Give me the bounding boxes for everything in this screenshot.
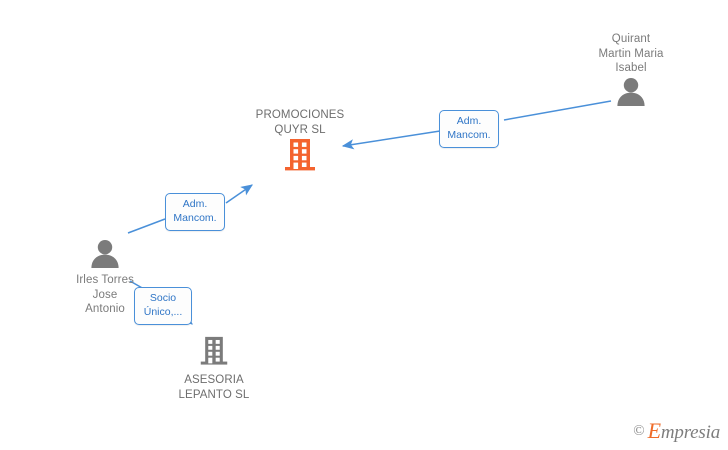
node-label-quirant-martin: Quirant Martin Maria Isabel (598, 33, 664, 74)
building-icon (230, 137, 370, 178)
node-label-promociones-quyr: PROMOCIONES QUYR SL (255, 109, 345, 136)
edge-label-irles-to-quyr[interactable]: Adm. Mancom. (165, 193, 225, 231)
person-icon (561, 76, 701, 111)
brand-initial: E (647, 418, 661, 443)
brand-name: Empresia (647, 418, 721, 444)
node-asesoria-lepanto[interactable]: ASESORIA LEPANTO SL (144, 334, 284, 402)
copyright-icon: © (633, 422, 645, 439)
edge-path-irles-to-quyr-arrow (225, 184, 253, 204)
node-irles-torres[interactable]: Irles Torres Jose Antonio (35, 238, 175, 317)
brand-rest: mpresia (660, 422, 720, 443)
person-icon (35, 238, 175, 273)
edge-label-irles-to-asesoria[interactable]: Socio Único,... (134, 287, 192, 325)
edge-path-irles-to-quyr (127, 218, 166, 234)
node-promociones-quyr[interactable]: PROMOCIONES QUYR SL (230, 108, 370, 178)
edge-label-quirant-to-quyr[interactable]: Adm. Mancom. (439, 110, 499, 148)
watermark: © Empresia (633, 418, 720, 444)
node-label-asesoria-lepanto: ASESORIA LEPANTO SL (178, 374, 250, 401)
node-label-irles-torres: Irles Torres Jose Antonio (76, 274, 134, 315)
node-quirant-martin[interactable]: Quirant Martin Maria Isabel (561, 32, 701, 111)
building-icon (144, 334, 284, 373)
